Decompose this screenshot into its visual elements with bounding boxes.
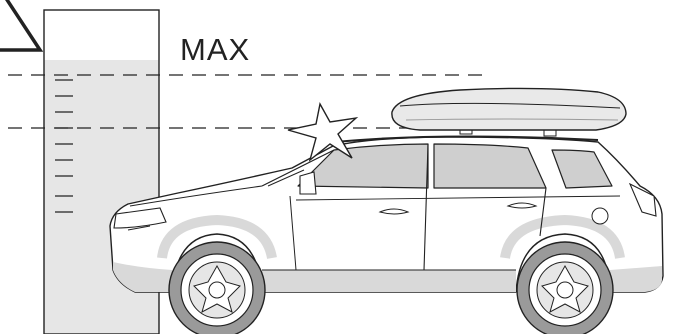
car-illustration: [109, 123, 664, 334]
warning-triangle-icon: [0, 0, 44, 52]
max-label: MAX: [180, 32, 251, 67]
gauge-ticks: [55, 79, 73, 213]
front-wheel: [168, 241, 266, 334]
roof-box: [391, 87, 627, 131]
rear-wheel: [516, 241, 614, 334]
impact-star-icon: [287, 101, 359, 162]
height-gauge: [43, 9, 160, 334]
